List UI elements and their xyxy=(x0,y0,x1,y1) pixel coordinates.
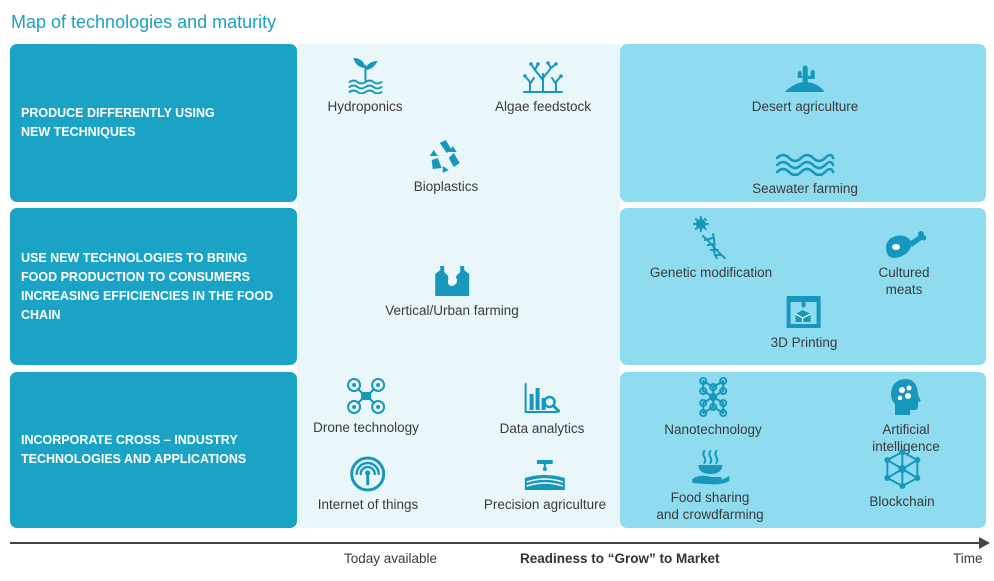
item-label: Blockchain xyxy=(869,494,935,509)
item-food-sharing-crowdfarming: Food sharing and crowdfarming xyxy=(656,449,764,523)
cactus-icon xyxy=(784,65,825,92)
row-label-new-technologies: USE NEW TECHNOLOGIES TO BRING FOOD PRODU… xyxy=(10,208,297,365)
page-title: Map of technologies and maturity xyxy=(11,12,277,32)
recycle-icon xyxy=(430,140,460,173)
printer-3d-icon xyxy=(786,296,821,328)
item-desert-agriculture: Desert agriculture xyxy=(751,64,859,115)
item-label: Drone technology xyxy=(313,420,419,435)
item-label: Nanotechnology xyxy=(664,422,762,437)
row-label-text: INCORPORATE CROSS – INDUSTRY TECHNOLOGIE… xyxy=(21,433,247,466)
item-label: Internet of things xyxy=(317,497,419,512)
item-hydroponics: Hydroponics xyxy=(327,56,403,115)
item-label: Bioplastics xyxy=(413,179,479,194)
brain-head-icon xyxy=(891,379,921,415)
molecule-icon xyxy=(698,377,727,417)
item-data-analytics: Data analytics xyxy=(499,382,585,437)
axis-label-today-available: Today available xyxy=(344,551,438,566)
signal-icon xyxy=(350,456,386,492)
dna-icon xyxy=(693,216,726,259)
item-genetic-modification: Genetic modification xyxy=(650,216,772,281)
algae-icon xyxy=(523,61,563,93)
item-label: Precision agriculture xyxy=(483,497,607,512)
item-nanotechnology: Nanotechnology xyxy=(664,377,762,438)
item-drone-technology: Drone technology xyxy=(313,377,419,436)
row-label-cross-industry: INCORPORATE CROSS – INDUSTRY TECHNOLOGIE… xyxy=(10,372,297,528)
item-label: Data analytics xyxy=(499,421,585,436)
item-cultured-meats: Cultured meats xyxy=(859,230,949,298)
item-seawater-farming: Seawater farming xyxy=(752,150,858,197)
item-label: Algae feedstock xyxy=(494,99,592,114)
plant-water-icon xyxy=(347,58,382,94)
item-algae-feedstock: Algae feedstock xyxy=(495,60,591,115)
item-label: 3D Printing xyxy=(770,335,838,350)
item-label: Genetic modification xyxy=(649,265,773,280)
item-label: Cultured meats xyxy=(878,265,930,297)
waves-icon xyxy=(775,153,835,176)
market-ready-panel-row3 xyxy=(620,372,986,528)
market-ready-panel-row2 xyxy=(620,208,986,365)
row-label-text: PRODUCE DIFFERENTLY USING NEW TECHNIQUES xyxy=(21,106,215,139)
food-hand-icon xyxy=(692,450,729,485)
item-precision-agriculture: Precision agriculture xyxy=(484,458,606,513)
row-label-produce-differently: PRODUCE DIFFERENTLY USING NEW TECHNIQUES xyxy=(10,44,297,202)
item-label: Food sharing and crowdfarming xyxy=(656,490,764,522)
item-label: Hydroponics xyxy=(327,99,403,114)
item-label: Seawater farming xyxy=(752,181,858,196)
item-bioplastics: Bioplastics xyxy=(413,138,479,195)
row-label-text: USE NEW TECHNOLOGIES TO BRING FOOD PRODU… xyxy=(21,250,274,322)
item-label: Artificial intelligence xyxy=(872,422,940,454)
time-axis-line xyxy=(10,542,982,544)
field-drone-icon xyxy=(525,460,565,490)
drone-icon xyxy=(346,378,385,414)
blockchain-icon xyxy=(883,449,920,489)
axis-label-time: Time xyxy=(953,551,983,566)
item-label: Desert agriculture xyxy=(751,99,859,114)
item-internet-of-things: Internet of things xyxy=(317,456,419,513)
urban-building-icon xyxy=(435,266,469,296)
item-blockchain: Blockchain xyxy=(869,449,935,510)
item-label: Vertical/Urban farming xyxy=(385,303,519,318)
time-axis-arrow-icon xyxy=(979,537,990,549)
item-vertical-urban-farming: Vertical/Urban farming xyxy=(385,262,519,319)
meat-icon xyxy=(886,231,926,258)
analytics-icon xyxy=(524,383,561,413)
item-artificial-intelligence: Artificial intelligence xyxy=(862,377,950,455)
axis-label-readiness: Readiness to “Grow” to Market xyxy=(520,551,720,566)
item-3d-printing: 3D Printing xyxy=(770,294,838,351)
